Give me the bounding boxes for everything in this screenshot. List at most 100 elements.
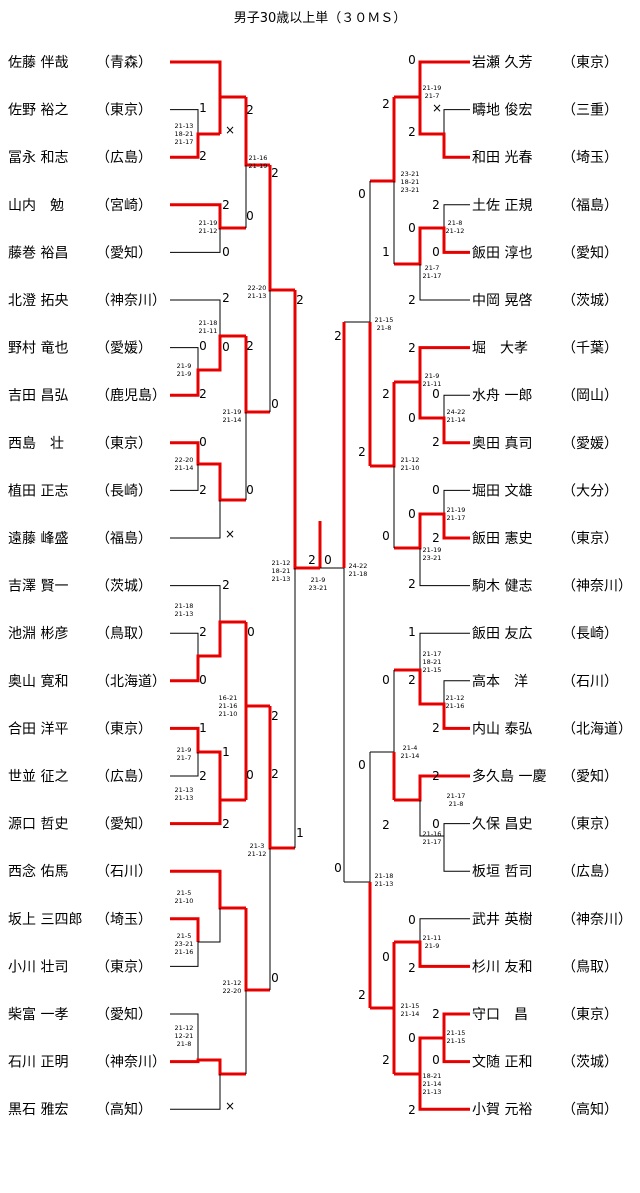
- bracket-line: [443, 394, 470, 418]
- bracket-labels: 佐藤 伴哉（青森）佐野 裕之（東京）冨永 和志（広島）山内 勉（宮崎）藤巻 裕昌…: [8, 53, 632, 1118]
- round-score: 2: [382, 387, 390, 401]
- game-score: 21-14: [175, 464, 194, 472]
- game-score: 21-10: [401, 464, 420, 472]
- round-score: 2: [222, 198, 230, 212]
- player-name: 小川 壮司: [8, 959, 68, 975]
- player-name: 久保 昌史: [472, 817, 532, 833]
- game-score: 21-16: [175, 948, 194, 956]
- winner-path: [170, 203, 246, 230]
- bracket-line: [419, 918, 470, 942]
- player-name: 板垣 哲司: [472, 864, 532, 880]
- winner-path: [394, 346, 470, 384]
- round-score: 0: [199, 435, 207, 449]
- bracket-line: [443, 680, 470, 704]
- round-score: 2: [432, 1007, 440, 1021]
- game-score: 21-12: [199, 227, 218, 235]
- player-prefecture: （千葉）: [562, 341, 618, 357]
- player-name: 池淵 彬彦: [8, 626, 68, 642]
- round-score: 0: [432, 483, 440, 497]
- winner-path: [170, 726, 246, 802]
- game-score: 21-14: [401, 752, 420, 760]
- round-score: 1: [199, 101, 207, 115]
- game-score: 23-21: [401, 186, 420, 194]
- round-score: 2: [408, 1103, 416, 1117]
- game-score: 21-19: [223, 408, 242, 416]
- round-score: 0: [408, 411, 416, 425]
- game-score: 21-9: [311, 576, 326, 584]
- game-score: 21-19: [199, 219, 218, 227]
- game-score: 21-13: [375, 880, 394, 888]
- player-prefecture: （愛知）: [96, 816, 152, 833]
- winner-path: [170, 132, 220, 159]
- game-score: 21-16: [219, 702, 238, 710]
- round-score: 0: [222, 340, 230, 354]
- player-name: 柴富 一孝: [8, 1006, 68, 1023]
- game-score: 22-20: [248, 284, 267, 292]
- winner-path: [394, 940, 470, 968]
- player-name: 石川 正明: [8, 1055, 68, 1071]
- game-score: 21-9: [177, 370, 192, 378]
- player-prefecture: （愛知）: [96, 1006, 152, 1023]
- round-score: 0: [246, 768, 254, 782]
- player-name: 多久島 一慶: [472, 768, 546, 785]
- player-prefecture: （愛知）: [96, 244, 152, 261]
- game-score: 21-8: [177, 1040, 192, 1048]
- player-prefecture: （茨城）: [96, 579, 152, 595]
- player-name: 奥田 真司: [472, 435, 532, 452]
- round-score: 0: [432, 1053, 440, 1067]
- round-score: 2: [199, 387, 207, 401]
- walkover-mark: ×: [225, 123, 235, 137]
- player-prefecture: （岡山）: [562, 388, 618, 404]
- bracket-line: [443, 204, 470, 228]
- game-score: 21-9: [177, 746, 192, 754]
- round-score: 2: [432, 721, 440, 735]
- winner-path: [418, 382, 470, 445]
- game-score: 24-22: [349, 562, 368, 570]
- game-score: 21-12: [175, 1024, 194, 1032]
- round-score: 1: [222, 745, 230, 759]
- round-score: 0: [247, 625, 255, 639]
- player-prefecture: （埼玉）: [562, 150, 618, 166]
- game-score: 21-14: [447, 416, 466, 424]
- game-score: 21-10: [219, 710, 238, 718]
- round-score: 2: [432, 435, 440, 449]
- game-score: 21-12: [401, 456, 420, 464]
- game-score: 21-19: [447, 506, 466, 514]
- game-score: 21-3: [250, 842, 265, 850]
- game-score: 21-17: [447, 792, 466, 800]
- game-score: 12-21: [175, 1032, 194, 1040]
- game-score: 21-5: [177, 932, 192, 940]
- game-score: 21-4: [403, 744, 418, 752]
- winner-path: [293, 290, 320, 570]
- game-score: 21-10: [175, 897, 194, 905]
- round-score: 2: [382, 97, 390, 111]
- bracket-title: 男子30歳以上単（３０ＭＳ）: [234, 10, 407, 26]
- bracket-line: [170, 1074, 221, 1110]
- bracket-line: [170, 585, 221, 622]
- bracket-line: [170, 464, 199, 491]
- round-score: 2: [271, 709, 279, 723]
- round-score: 2: [382, 818, 390, 832]
- player-prefecture: （青森）: [96, 55, 152, 71]
- winner-path: [394, 668, 470, 730]
- game-score: 21-11: [423, 934, 442, 942]
- game-score: 22-20: [223, 987, 242, 995]
- game-score: 21-17: [175, 138, 194, 146]
- winner-path: [418, 97, 470, 159]
- player-prefecture: （広島）: [96, 769, 152, 785]
- round-score: 0: [246, 483, 254, 497]
- round-score: 2: [199, 625, 207, 639]
- winner-path: [170, 334, 246, 397]
- winner-path: [442, 1012, 470, 1038]
- game-score: 16-21: [219, 694, 238, 702]
- player-prefecture: （茨城）: [562, 293, 618, 309]
- round-score: 2: [408, 577, 416, 591]
- game-score: 21-7: [425, 264, 440, 272]
- winner-path: [170, 800, 222, 826]
- game-score: 21-14: [223, 416, 242, 424]
- bracket-lines: [170, 60, 470, 1111]
- game-score: 18-21: [272, 567, 291, 575]
- round-score: 0: [408, 507, 416, 521]
- round-score: 0: [408, 53, 416, 67]
